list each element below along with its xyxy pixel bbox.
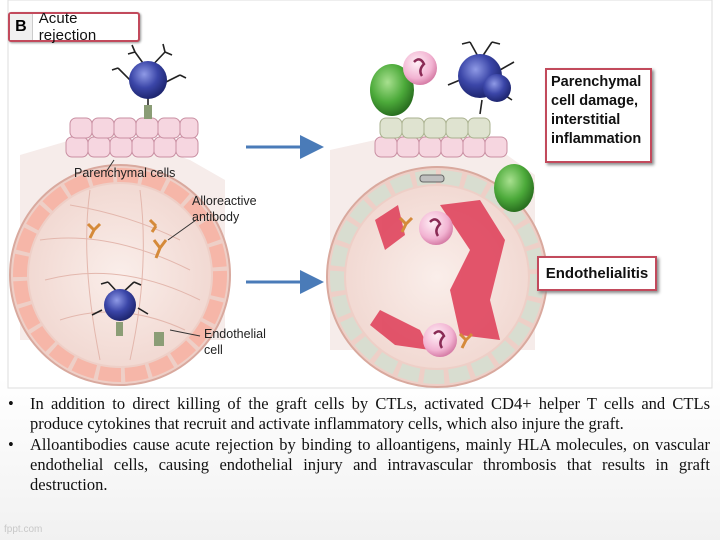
activated-t-cell-icon (447, 41, 515, 115)
intravascular-monocyte-icon (419, 211, 457, 357)
outcome-label: Endothelialitis (545, 265, 649, 282)
outcome-line: cell damage, (551, 93, 639, 109)
right-parenchymal-cells (374, 117, 508, 158)
alloreactive-antibody-icon (86, 218, 168, 259)
neutrophil-icon (370, 64, 414, 116)
left-vessel (9, 130, 231, 386)
intravascular-t-cell-icon (91, 281, 164, 346)
label-endothelial-cell-2: cell (204, 343, 223, 357)
outcome-line: Parenchymal (551, 74, 642, 90)
bullet-icon: • (8, 394, 14, 413)
bullet-icon: • (8, 434, 14, 454)
bullet-text: Alloantibodies cause acute rejection by … (30, 434, 710, 495)
watermark: fppt.com (4, 524, 43, 535)
outcome-line: inflammation (551, 131, 642, 147)
panel-title: B Acute rejection (8, 10, 140, 44)
panel-letter: B (10, 14, 33, 40)
label-alloreactive-antibody-1: Alloreactive (192, 194, 257, 208)
bullet-item: • In addition to direct killing of the g… (8, 394, 710, 435)
outcome-line: interstitial (551, 112, 621, 128)
neutrophil-icon (494, 164, 534, 212)
panel-name: Acute rejection (38, 10, 97, 44)
bound-antibody-icon (398, 216, 474, 349)
label-endothelial-cell-1: Endothelial (204, 327, 266, 341)
outcome-endothelialitis: Endothelialitis (537, 256, 657, 291)
acute-rejection-diagram: Parenchymal cells Alloreactive antibody … (7, 0, 713, 389)
macrophage-icon (403, 51, 437, 85)
bullet-list: • In addition to direct killing of the g… (8, 394, 710, 495)
bullet-text: In addition to direct killing of the gra… (30, 394, 710, 434)
outcome-parenchymal-damage: Parenchymal cell damage, interstitial in… (545, 68, 652, 163)
cytotoxic-t-cell-icon (111, 43, 187, 119)
left-parenchymal-cells (65, 117, 199, 173)
bullet-item: • Alloantibodies cause acute rejection b… (8, 435, 710, 496)
label-alloreactive-antibody-2: antibody (192, 210, 240, 224)
label-parenchymal-cells: Parenchymal cells (74, 166, 175, 180)
